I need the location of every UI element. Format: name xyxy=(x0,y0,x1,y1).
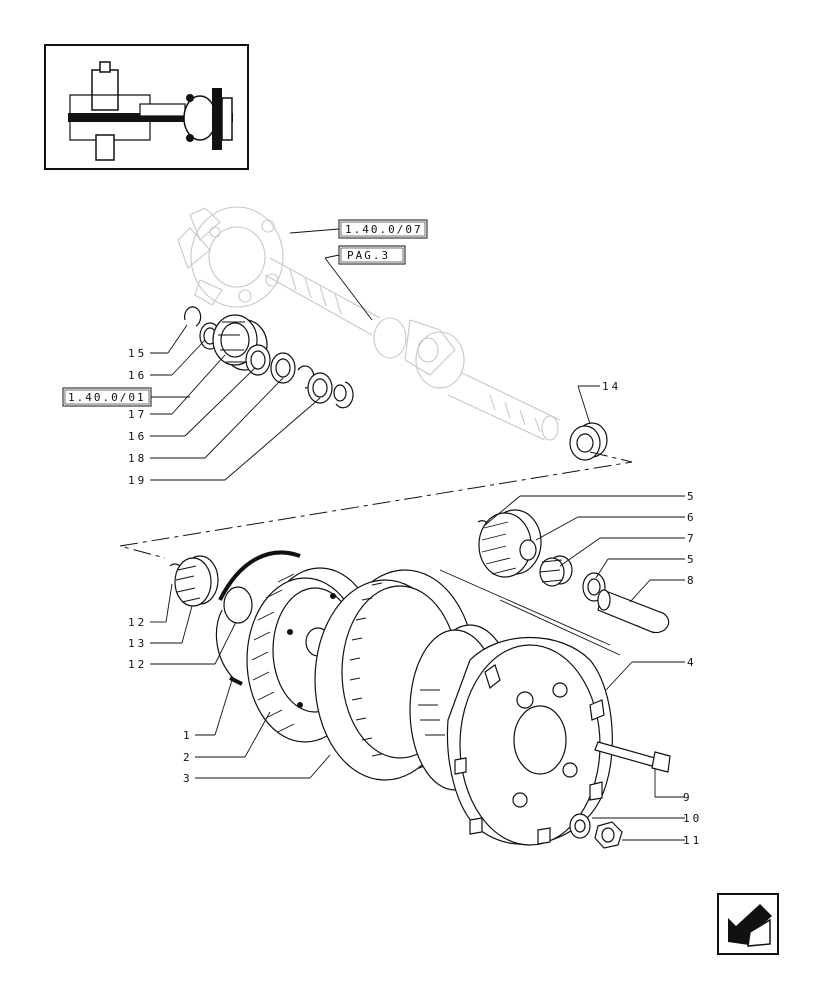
part-bolt-9 xyxy=(594,741,685,798)
reference-box-3[interactable]: 1.40.0/01 xyxy=(62,387,190,407)
part-nut-11 xyxy=(594,821,685,849)
part-washer-19b xyxy=(333,381,354,409)
callout-16: 16 xyxy=(128,369,147,382)
leader-lines-left-gears xyxy=(150,583,237,736)
callout-9: 9 xyxy=(683,791,693,804)
callout-10: 10 xyxy=(683,812,702,825)
callout-15: 15 xyxy=(128,347,147,360)
assembly-thumbnail[interactable] xyxy=(44,44,249,170)
phantom-axle-shaft xyxy=(177,206,561,441)
callout-12: 12 xyxy=(128,616,147,629)
callout-5: 5 xyxy=(687,553,697,566)
callout-2: 2 xyxy=(183,751,193,764)
callout-17: 17 xyxy=(128,408,147,421)
callout-8: 8 xyxy=(687,574,697,587)
callout-labels: 15 16 17 16 18 19 14 5 6 7 5 8 4 9 10 11… xyxy=(128,347,702,847)
part-hub-housing-4 xyxy=(409,624,685,846)
callout-14: 14 xyxy=(602,380,621,393)
callout-4: 4 xyxy=(687,656,697,669)
reference-box-1[interactable]: 1.40.0/07 xyxy=(289,219,428,239)
callout-11: 11 xyxy=(683,834,702,847)
callout-5: 5 xyxy=(687,490,697,503)
back-navigation-button[interactable] xyxy=(717,893,779,955)
callout-19: 19 xyxy=(128,474,147,487)
part-sun-gear-13 xyxy=(174,555,219,607)
part-pin-8 xyxy=(597,589,670,634)
callout-13: 13 xyxy=(128,637,147,650)
callout-1: 1 xyxy=(183,729,193,742)
callout-3: 3 xyxy=(183,772,193,785)
rear-axle-assembly-icon xyxy=(68,61,233,161)
part-snap-ring-1 xyxy=(215,550,301,686)
part-washer-16b xyxy=(245,344,271,376)
part-ring-18 xyxy=(270,352,296,384)
callout-7: 7 xyxy=(687,532,697,545)
callout-12: 12 xyxy=(128,658,147,671)
reference-label: 1.40.0/01 xyxy=(68,391,146,404)
part-needle-bearing-7 xyxy=(539,555,573,587)
leader-lines-planet xyxy=(483,495,685,603)
callout-16: 16 xyxy=(128,430,147,443)
part-snap-ring-15 xyxy=(184,306,202,327)
back-arrow-icon xyxy=(728,904,772,947)
reference-label: 1.40.0/07 xyxy=(345,223,423,236)
leader-lines-upper-left xyxy=(150,324,321,481)
callout-18: 18 xyxy=(128,452,147,465)
reference-label: PAG.3 xyxy=(347,249,390,262)
part-washer-10 xyxy=(569,813,685,839)
alignment-dashed-line xyxy=(119,451,633,559)
part-planet-gear-6 xyxy=(478,509,542,578)
callout-6: 6 xyxy=(687,511,697,524)
part-circlip-12b xyxy=(223,586,253,624)
part-washer-19a xyxy=(307,372,333,404)
part-seal-14 xyxy=(569,385,608,461)
construction-lines xyxy=(439,569,621,656)
reference-box-2[interactable]: PAG.3 xyxy=(324,245,406,321)
